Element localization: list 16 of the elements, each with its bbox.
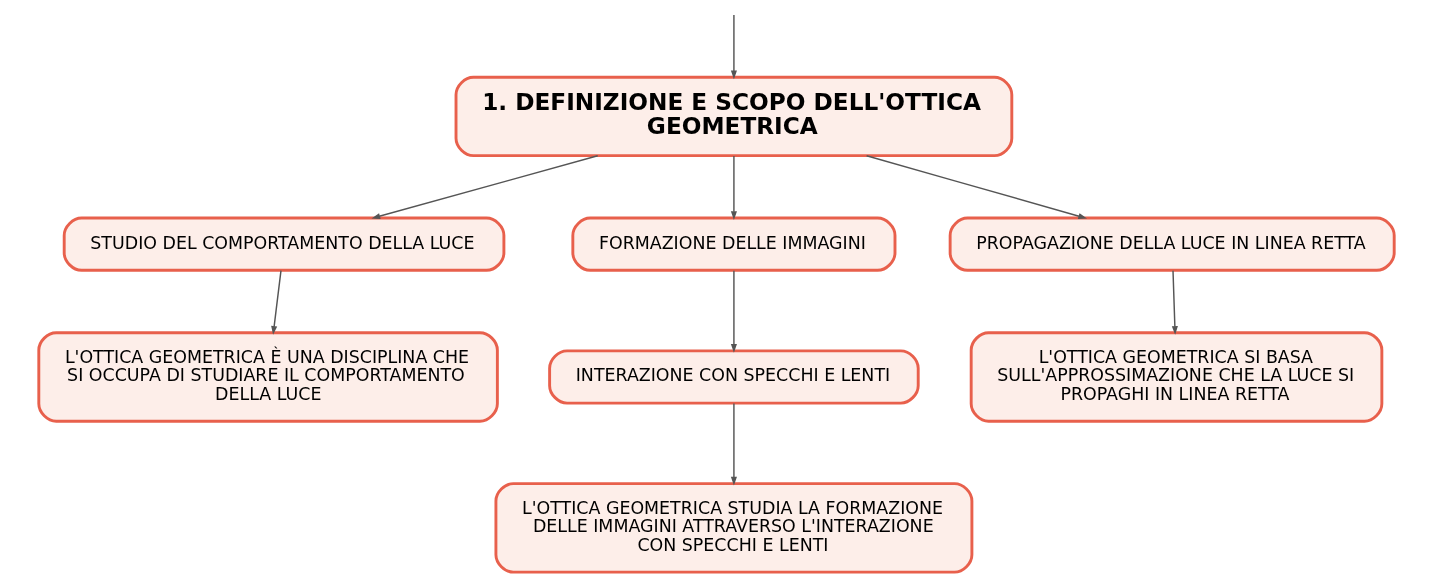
arrow xyxy=(1171,269,1178,335)
node-box: L'OTTICA GEOMETRICA SI BASA SULL'APPROSSIMAZIONE CHE LA LUCE SI PROPAGHI IN LINEA RETTA xyxy=(969,331,1383,423)
node-box: FORMAZIONE DELLE IMMAGINI xyxy=(570,216,896,272)
node-box: 1. DEFINIZIONE E SCOPO DELL'OTTICA GEOMETRICA xyxy=(454,75,1013,158)
arrow xyxy=(730,14,737,80)
node-box: PROPAGAZIONE DELLA LUCE IN LINEA RETTA xyxy=(948,216,1396,272)
arrow xyxy=(730,269,737,353)
node-box: STUDIO DEL COMPORTAMENTO DELLA LUCE xyxy=(62,216,505,272)
arrow xyxy=(270,269,282,335)
arrow xyxy=(730,402,737,486)
node-box: L'OTTICA GEOMETRICA STUDIA LA FORMAZIONE DELLE IMMAGINI ATTRAVERSO L'INTERAZIONE CON SPECCHI E LENTI xyxy=(493,482,973,574)
arrow xyxy=(371,155,598,220)
node-box: INTERAZIONE CON SPECCHI E LENTI xyxy=(547,349,920,405)
arrow xyxy=(865,155,1087,220)
node-box: L'OTTICA GEOMETRICA È UNA DISCIPLINA CHE SI OCCUPA DI STUDIARE IL COMPORTAMENTO DELLA LUCE xyxy=(36,331,499,423)
arrow xyxy=(730,155,737,221)
